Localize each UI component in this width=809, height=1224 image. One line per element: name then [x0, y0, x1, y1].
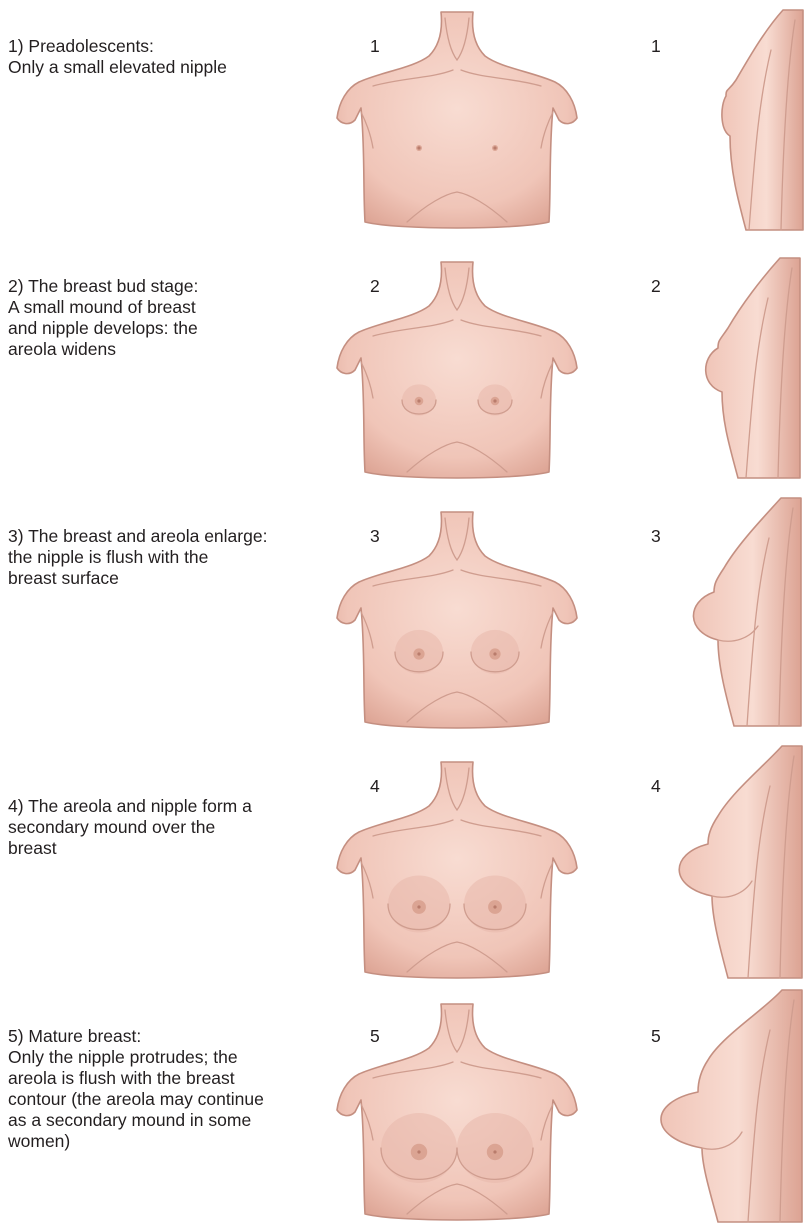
left-nipple — [417, 652, 420, 655]
stage-4-front-torso-illustration — [337, 758, 577, 988]
stage-2-front-torso-illustration — [337, 258, 577, 488]
left-nipple — [417, 146, 420, 149]
torso-skin — [337, 1004, 577, 1220]
left-nipple — [417, 1150, 420, 1153]
left-nipple — [417, 399, 420, 402]
stage-3-side-label: 3 — [651, 526, 661, 547]
torso-skin — [337, 762, 577, 978]
stage-3-description: 3) The breast and areola enlarge: the ni… — [8, 526, 267, 589]
torso-skin — [337, 12, 577, 228]
stage-5-description: 5) Mature breast: Only the nipple protru… — [8, 1026, 264, 1152]
torso-skin — [337, 512, 577, 728]
stage-1-description: 1) Preadolescents: Only a small elevated… — [8, 36, 227, 78]
stage-1-side-torso-illustration — [690, 10, 805, 230]
side-torso-skin — [722, 10, 803, 230]
stage-2-side-label: 2 — [651, 276, 661, 297]
stage-5-side-label: 5 — [651, 1026, 661, 1047]
stage-1-front-torso-illustration — [337, 8, 577, 238]
torso-skin — [337, 262, 577, 478]
right-nipple — [493, 652, 496, 655]
stage-4-side-label: 4 — [651, 776, 661, 797]
stage-3-front-torso-illustration — [337, 508, 577, 738]
right-nipple — [493, 399, 496, 402]
stage-4-description: 4) The areola and nipple form a secondar… — [8, 796, 252, 859]
stage-4-side-torso-illustration — [672, 746, 804, 978]
stage-3-side-torso-illustration — [678, 498, 803, 726]
right-nipple — [493, 1150, 496, 1153]
stage-5-front-torso-illustration — [337, 1000, 577, 1222]
stage-2-description: 2) The breast bud stage: A small mound o… — [8, 276, 198, 360]
side-torso-skin — [693, 498, 801, 726]
left-nipple — [417, 905, 420, 908]
stage-1-side-label: 1 — [651, 36, 661, 57]
stage-5-side-torso-illustration — [662, 990, 804, 1222]
right-nipple — [493, 905, 496, 908]
right-nipple — [493, 146, 496, 149]
stage-2-side-torso-illustration — [682, 258, 802, 478]
